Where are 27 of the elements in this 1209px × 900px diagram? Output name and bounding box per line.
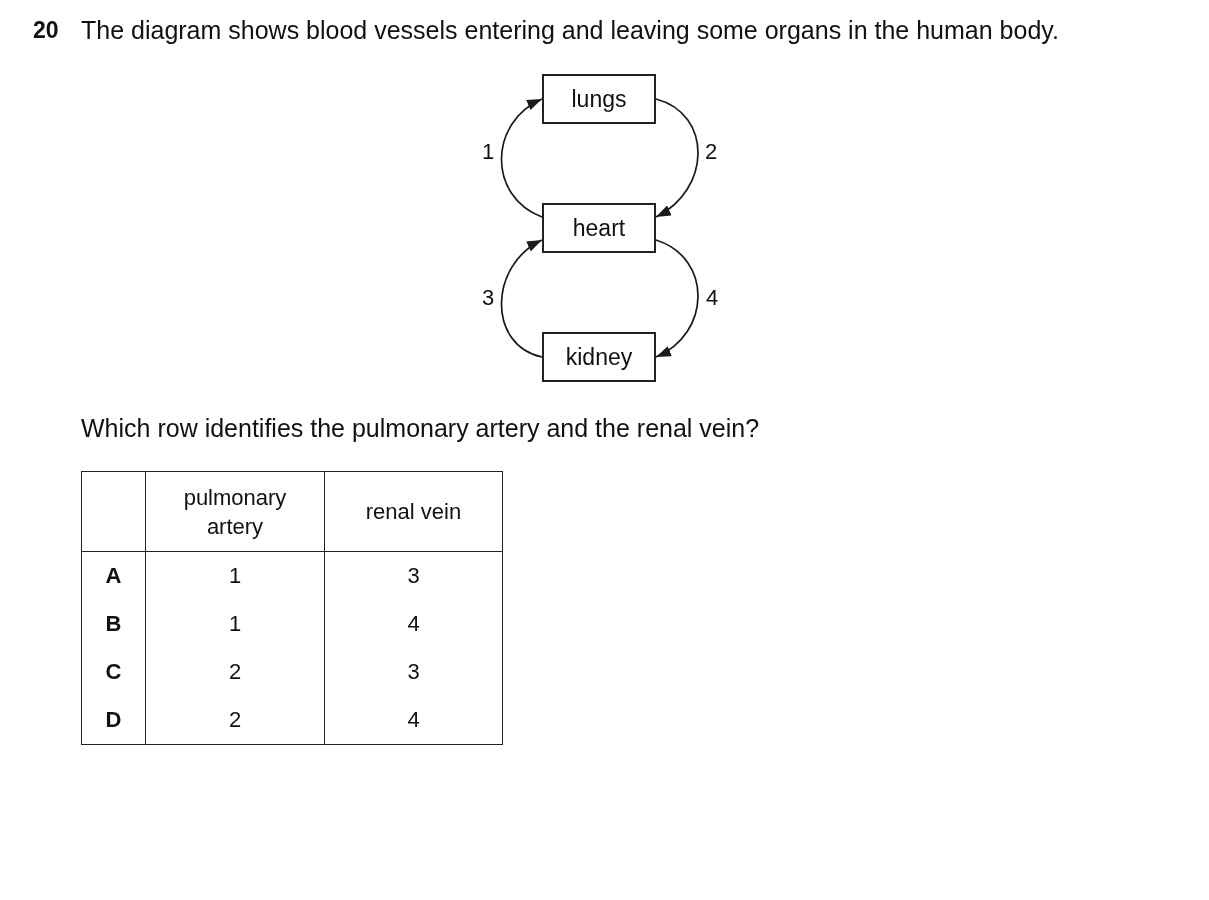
option-letter: D (105, 707, 122, 732)
option-letter: B (105, 611, 122, 636)
organ-box (542, 203, 656, 253)
organ-label: kidney (565, 344, 633, 370)
arrow (655, 98, 699, 218)
arrow (500, 239, 543, 358)
organ-box (542, 332, 656, 382)
vessel-number: 3 (407, 659, 420, 684)
arrow (500, 98, 543, 218)
question-text: The diagram shows blood vessels entering and leaving some organs in the human body. (81, 16, 1059, 44)
column-header: renal vein (365, 498, 462, 526)
vessel-number: 4 (407, 611, 420, 636)
organ-label: heart (572, 215, 626, 241)
column-header: pulmonary artery (182, 483, 288, 541)
vessel-number: 2 (228, 659, 242, 684)
option-letter: A (105, 563, 122, 588)
option-letter: C (105, 659, 122, 684)
arrow (655, 239, 699, 358)
vessel-number: 2 (228, 707, 242, 732)
question-text: Which row identifies the pulmonary artery and the renal vein? (81, 414, 760, 442)
vessel-number: 3 (407, 563, 420, 588)
organ-label: lungs (571, 86, 627, 112)
question-number: 20 (33, 16, 59, 44)
vessel-number: 1 (228, 611, 242, 636)
vessel-number: 4 (407, 707, 420, 732)
vessel-number: 1 (228, 563, 242, 588)
organ-box (542, 74, 656, 124)
